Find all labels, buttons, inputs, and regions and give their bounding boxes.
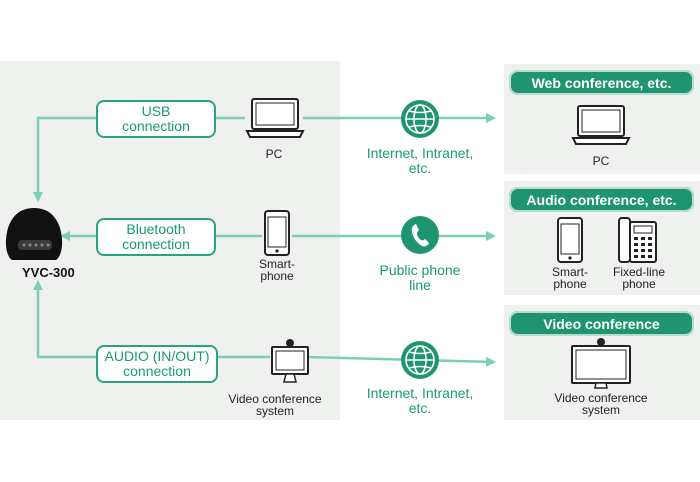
source-label-line1: PC (265, 147, 283, 161)
dest-label-line2: phone (553, 277, 587, 291)
dest-label-line1: Fixed-line (612, 265, 666, 279)
connection-label-line1: AUDIO (IN/OUT) (104, 348, 210, 364)
laptop-icon (571, 105, 631, 145)
dest-label-line1: PC (592, 154, 610, 168)
audio-conference-header: Audio conference, etc. (509, 187, 694, 212)
network-label-line2: etc. (408, 160, 432, 176)
video-conference-header: Video conference (509, 311, 694, 336)
dest-label-line2: system (581, 403, 620, 417)
device-name: YVC-300 (22, 265, 75, 280)
phone-handset-icon (401, 216, 439, 254)
source-video-system-label: Video conference system (212, 393, 338, 417)
dest-fixed-line-phone-label: Fixed-line phone (602, 266, 676, 290)
dest-label-line1: Smart- (552, 265, 588, 279)
laptop-icon (245, 98, 305, 138)
smartphone-icon (557, 217, 583, 263)
dest-pc-label: PC (571, 155, 631, 167)
yvc-300-speakerphone-icon (5, 208, 63, 260)
video-conference-system-icon (571, 338, 631, 389)
network-label-line1: Internet, Intranet, (366, 385, 474, 401)
connection-label-line2: connection (122, 118, 190, 134)
network-label-line1: Internet, Intranet, (366, 145, 474, 161)
network-internet-label-top: Internet, Intranet, etc. (352, 146, 488, 176)
dest-label-line1: Video conference (554, 391, 648, 405)
video-conference-system-icon (271, 339, 309, 383)
source-label-line1: Video conference (228, 392, 322, 406)
connection-label-line1: Bluetooth (126, 221, 186, 237)
connection-label-line1: USB (141, 103, 171, 119)
dest-video-system-label: Video conference system (538, 392, 664, 416)
network-phone-label: Public phone line (360, 263, 480, 293)
network-label-line1: Public phone (379, 262, 461, 278)
network-label-line2: line (409, 277, 431, 293)
system-to-video-line (305, 355, 496, 367)
source-smartphone-label: Smart- phone (247, 258, 307, 282)
source-pc-label: PC (245, 148, 303, 160)
connection-label-line2: connection (123, 363, 191, 379)
web-conference-header: Web conference, etc. (509, 70, 694, 95)
network-internet-label-bottom: Internet, Intranet, etc. (352, 386, 488, 416)
smartphone-icon (264, 210, 290, 256)
globe-icon (401, 100, 439, 138)
connection-label-line2: connection (122, 236, 190, 252)
audio-connection-label: AUDIO (IN/OUT)connection (96, 345, 218, 383)
fixed-line-phone-icon (618, 217, 657, 263)
globe-icon (401, 341, 439, 379)
source-label-line1: Smart- (259, 257, 295, 271)
dest-smartphone-label: Smart- phone (540, 266, 600, 290)
network-label-line2: etc. (408, 400, 432, 416)
dest-label-line2: phone (622, 277, 656, 291)
source-label-line2: system (255, 404, 294, 418)
source-label-line2: phone (260, 269, 294, 283)
